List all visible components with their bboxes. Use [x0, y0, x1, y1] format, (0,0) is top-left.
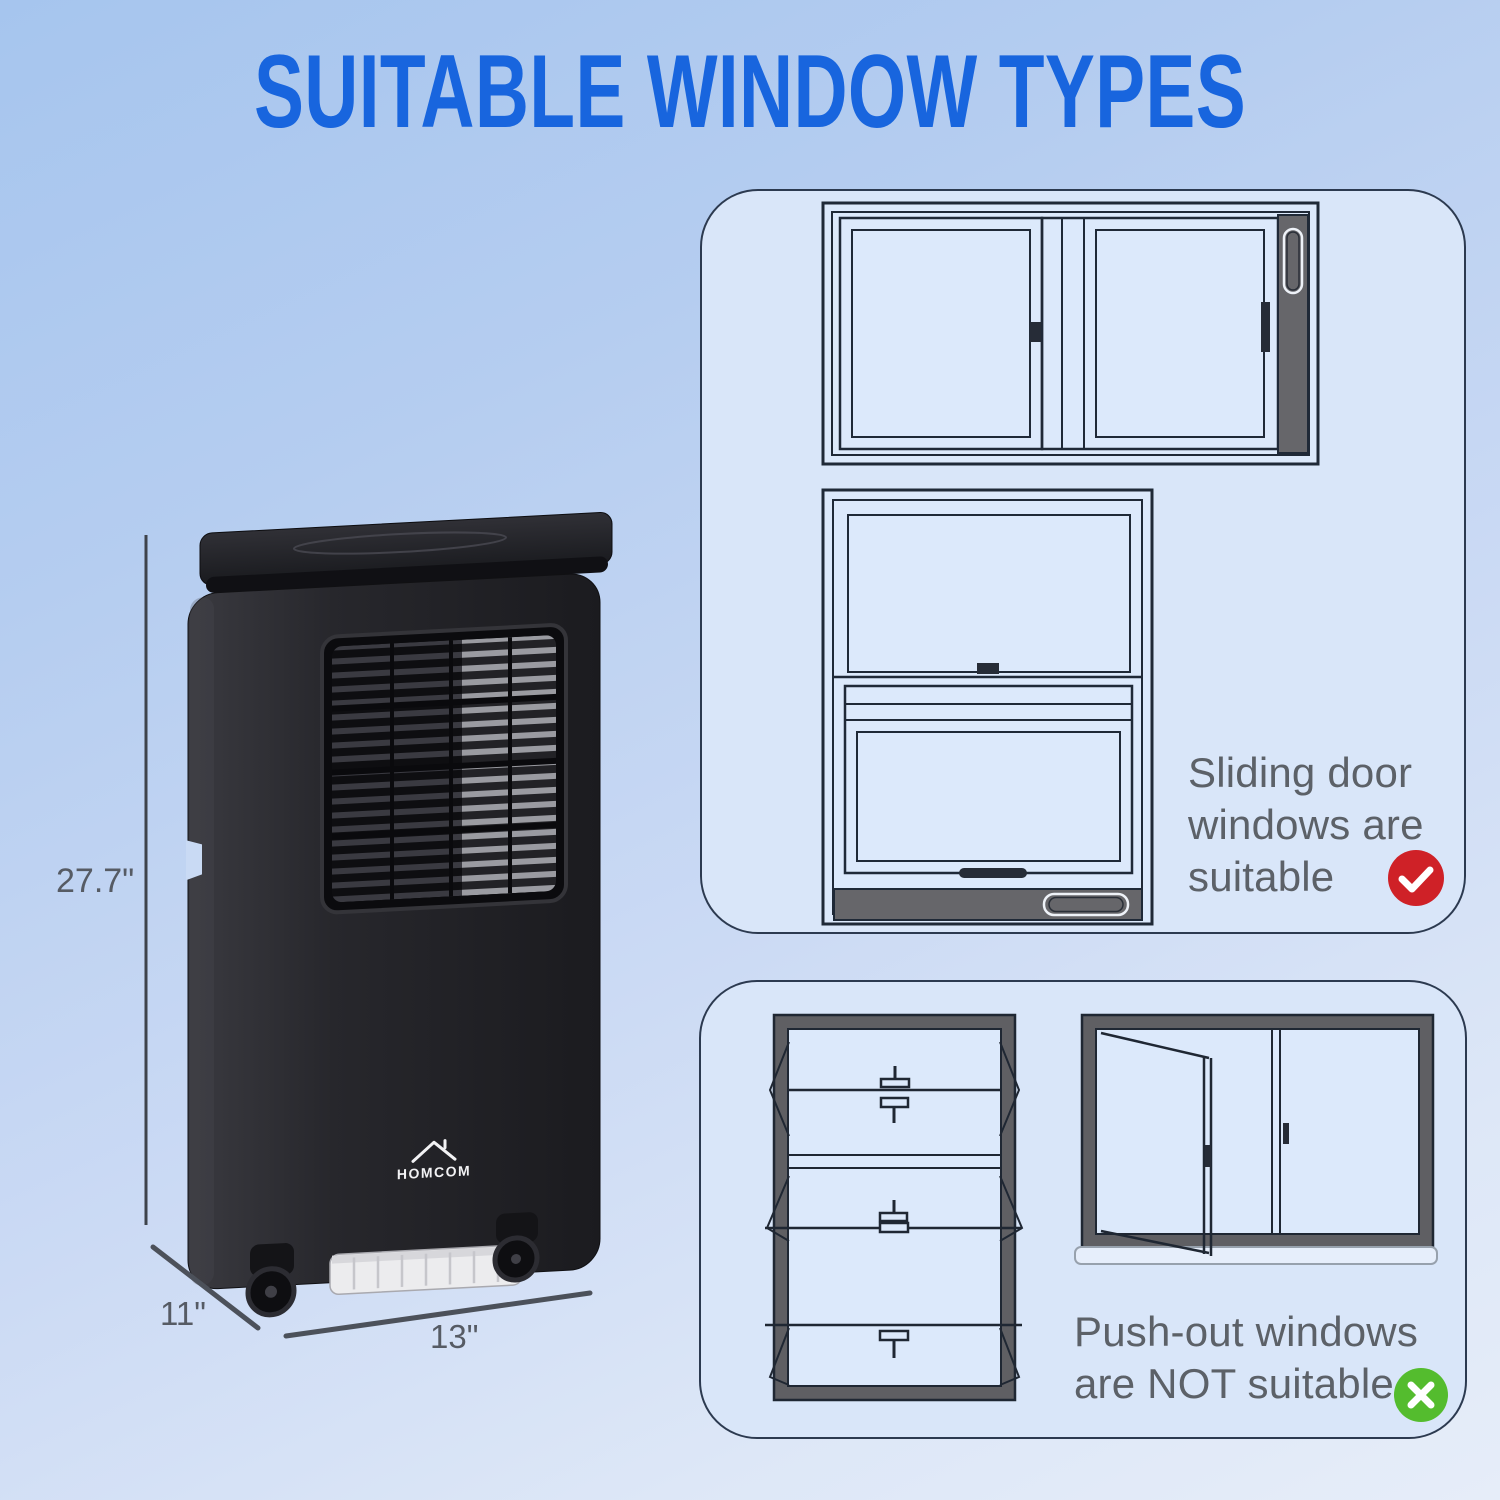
check-badge: [1388, 850, 1444, 906]
ac-vent-grille: [320, 623, 568, 915]
window-sill: [1074, 1246, 1438, 1265]
suitable-caption: Sliding door windows are suitable: [1188, 749, 1424, 900]
latch-handle: [878, 1211, 909, 1223]
depth-dimension-label: 11": [160, 1295, 206, 1332]
width-dimension-label: 13": [430, 1318, 478, 1355]
suitable-window-diagrams: [821, 201, 1320, 926]
ac-lid-recess: [293, 531, 507, 555]
dimension-annotations: 27.7" 11" 13": [56, 535, 593, 1355]
sash-latch: [977, 663, 999, 674]
casement-push-out-window-icon: [1074, 1013, 1438, 1265]
slider-track: [1277, 214, 1309, 454]
latch-handle: [878, 1221, 910, 1234]
cross-badge: [1394, 1368, 1448, 1422]
not-suitable-window-diagrams: [765, 1013, 1438, 1402]
height-dimension-label: 27.7": [56, 862, 134, 900]
not-suitable-windows-panel: Push-out windows are NOT suitable: [699, 980, 1467, 1439]
awning-push-out-window-icon: [765, 1013, 1024, 1402]
latch-handle: [878, 1329, 910, 1342]
horizontal-sliding-window-icon: [821, 201, 1320, 466]
cross-icon: [1407, 1381, 1435, 1409]
caster-bracket-right: [496, 1212, 538, 1244]
ac-handle-notch: [186, 840, 202, 881]
casement-handle: [1205, 1145, 1211, 1167]
suitable-windows-panel: Sliding door windows are suitable: [700, 189, 1466, 934]
ac-unit: HOMCOM: [186, 512, 613, 1318]
vertical-sliding-window-icon: [821, 488, 1154, 926]
latch-handle: [879, 1096, 910, 1109]
casement-handle: [1283, 1123, 1289, 1144]
air-conditioner-illustration: HOMCOM 2: [56, 512, 613, 1355]
check-icon: [1398, 866, 1434, 893]
sash-handle: [1030, 322, 1043, 342]
page-title: SUITABLE WINDOW TYPES: [253, 34, 1247, 150]
homcom-roof-icon: [411, 1139, 457, 1163]
caster-bracket-left: [250, 1243, 294, 1277]
depth-dimension-line: [150, 1244, 261, 1331]
ac-base: [245, 1212, 540, 1318]
sash-handle: [1261, 302, 1270, 352]
latch-handle: [879, 1077, 911, 1089]
homcom-logo: HOMCOM: [397, 1139, 471, 1182]
homcom-logo-text: HOMCOM: [397, 1162, 471, 1182]
width-dimension-line: [283, 1290, 593, 1339]
sash-pull: [959, 868, 1027, 878]
not-suitable-caption: Push-out windows are NOT suitable: [1074, 1308, 1419, 1407]
